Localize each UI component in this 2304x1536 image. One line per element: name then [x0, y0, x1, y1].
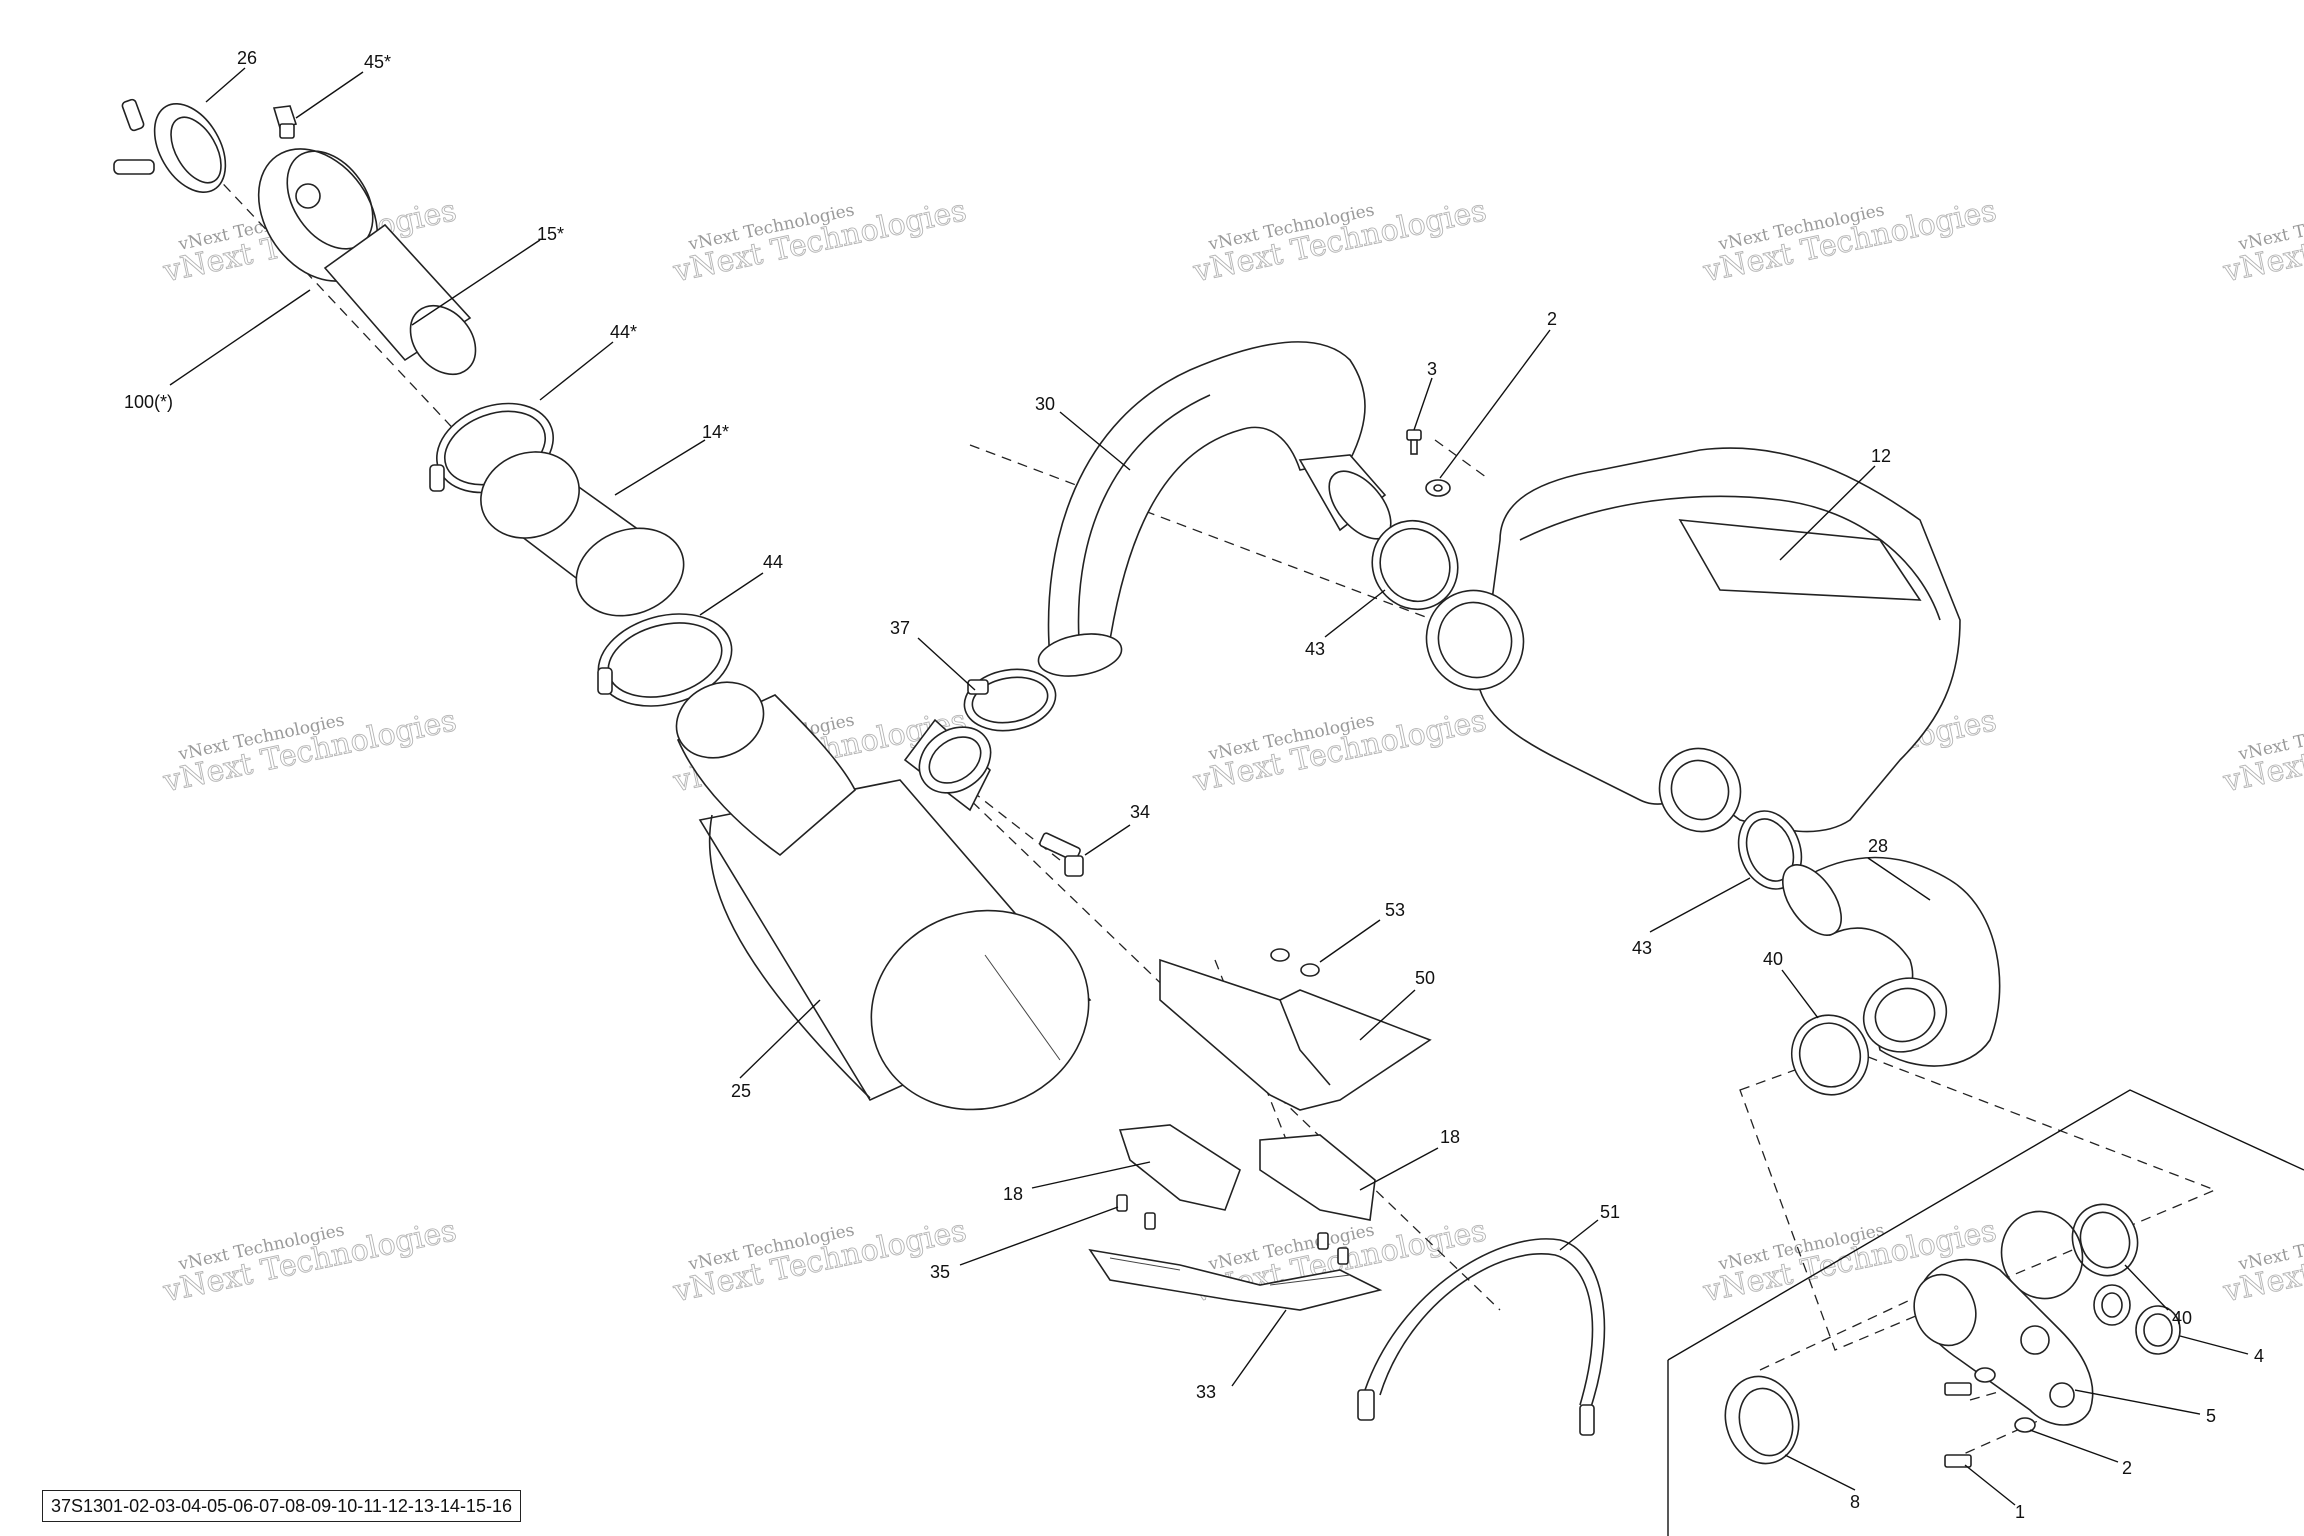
outlet-elbow-part-28 — [1782, 856, 2001, 1067]
bracket-part-18-left — [1118, 1124, 1241, 1211]
callout-28: 28 — [1868, 836, 1888, 856]
clamp-part-26 — [113, 98, 227, 193]
callout-40-upper: 40 — [1763, 949, 1783, 969]
clamp-part-43-upper — [1371, 519, 1459, 611]
header-pipe-part-15 — [257, 148, 477, 376]
leader-lines — [169, 67, 2249, 1506]
seal-part-4 — [2093, 1284, 2181, 1355]
callout-labels: 26 45* 15* 100(*) 44* 14* 44 37 30 3 2 1… — [124, 48, 2264, 1522]
bolt-part-3 — [1406, 429, 1422, 455]
muffler-part-25 — [675, 681, 1092, 1111]
callout-34: 34 — [1130, 802, 1150, 822]
callout-4: 4 — [2254, 1346, 2264, 1366]
callout-44-star: 44* — [610, 322, 637, 342]
clamp-part-44 — [597, 613, 733, 707]
plug-part-45 — [272, 105, 298, 139]
watermark: vNext Technologies vNext Technologies — [159, 703, 460, 800]
watermark: vNext Technologies vNext Technologies — [159, 1213, 460, 1310]
screw-part-35 — [1116, 1194, 1349, 1265]
watermark: vNext Technologies vNext Technologies — [2219, 1213, 2304, 1310]
clamp-part-40-upper — [1790, 1014, 1870, 1096]
sensor-part-34 — [1039, 832, 1084, 877]
washer-part-2 — [1425, 479, 1451, 497]
callout-15-star: 15* — [537, 224, 564, 244]
callout-33: 33 — [1196, 1382, 1216, 1402]
watermark: vNext Technologies vNext Technologies — [2219, 703, 2304, 800]
callout-30: 30 — [1035, 394, 1055, 414]
callout-14-star: 14* — [702, 422, 729, 442]
callout-12: 12 — [1871, 446, 1891, 466]
sleeve-part-14 — [480, 451, 685, 617]
watermarks: vNext Technologies vNext Technologies vN… — [159, 193, 2304, 1310]
gasket-part-40-ring — [2000, 1210, 2084, 1300]
bend-pipe-part-30 — [1037, 341, 1392, 677]
watermark: vNext Technologies vNext Technologies — [669, 193, 970, 290]
callout-37: 37 — [890, 618, 910, 638]
callout-2-lower: 2 — [2122, 1458, 2132, 1478]
callout-3: 3 — [1427, 359, 1437, 379]
inset-border — [1667, 1089, 2304, 1536]
callout-35: 35 — [930, 1262, 950, 1282]
callout-2-upper: 2 — [1547, 309, 1557, 329]
watermark: vNext Technologies vNext Technologies — [1189, 193, 1490, 290]
nut-part-8 — [1724, 1375, 1800, 1465]
bolt-part-1 — [1944, 1382, 1972, 1468]
callout-45-star: 45* — [364, 52, 391, 72]
watermark: vNext Technologies vNext Technologies — [2219, 193, 2304, 290]
callout-51: 51 — [1600, 1202, 1620, 1222]
clamp-part-40-lower — [2071, 1203, 2139, 1277]
callout-43-lower: 43 — [1632, 938, 1652, 958]
callout-40-lower: 40 — [2172, 1308, 2192, 1328]
callout-53: 53 — [1385, 900, 1405, 920]
callout-18-left: 18 — [1003, 1184, 1023, 1204]
callout-44: 44 — [763, 552, 783, 572]
silencer-part-12 — [1425, 447, 1961, 833]
watermark: vNext Technologies vNext Technologies — [669, 1213, 970, 1310]
bracket-part-18-right — [1259, 1134, 1376, 1221]
strap-part-51 — [1357, 1238, 1606, 1436]
watermark: vNext Technologies vNext Technologies — [1189, 703, 1490, 800]
watermark: vNext Technologies vNext Technologies — [1699, 193, 2000, 290]
callout-18-right: 18 — [1440, 1127, 1460, 1147]
fastener-part-53 — [1270, 948, 1320, 977]
callout-25: 25 — [731, 1081, 751, 1101]
washer-part-2-lower — [1974, 1367, 2036, 1433]
callout-1: 1 — [2015, 1502, 2025, 1522]
mounting-plate-part-33 — [1088, 1248, 1383, 1311]
callout-5: 5 — [2206, 1406, 2216, 1426]
diagram-code-label: 37S1301-02-03-04-05-06-07-08-09-10-11-12… — [42, 1490, 521, 1522]
housing-part-5 — [1913, 1258, 2094, 1426]
callout-43-upper: 43 — [1305, 639, 1325, 659]
callout-8: 8 — [1850, 1492, 1860, 1512]
clamp-part-37 — [963, 668, 1057, 732]
heat-shield-part-50 — [1159, 958, 1432, 1111]
callout-50: 50 — [1415, 968, 1435, 988]
callout-26: 26 — [237, 48, 257, 68]
callout-100: 100(*) — [124, 392, 173, 412]
